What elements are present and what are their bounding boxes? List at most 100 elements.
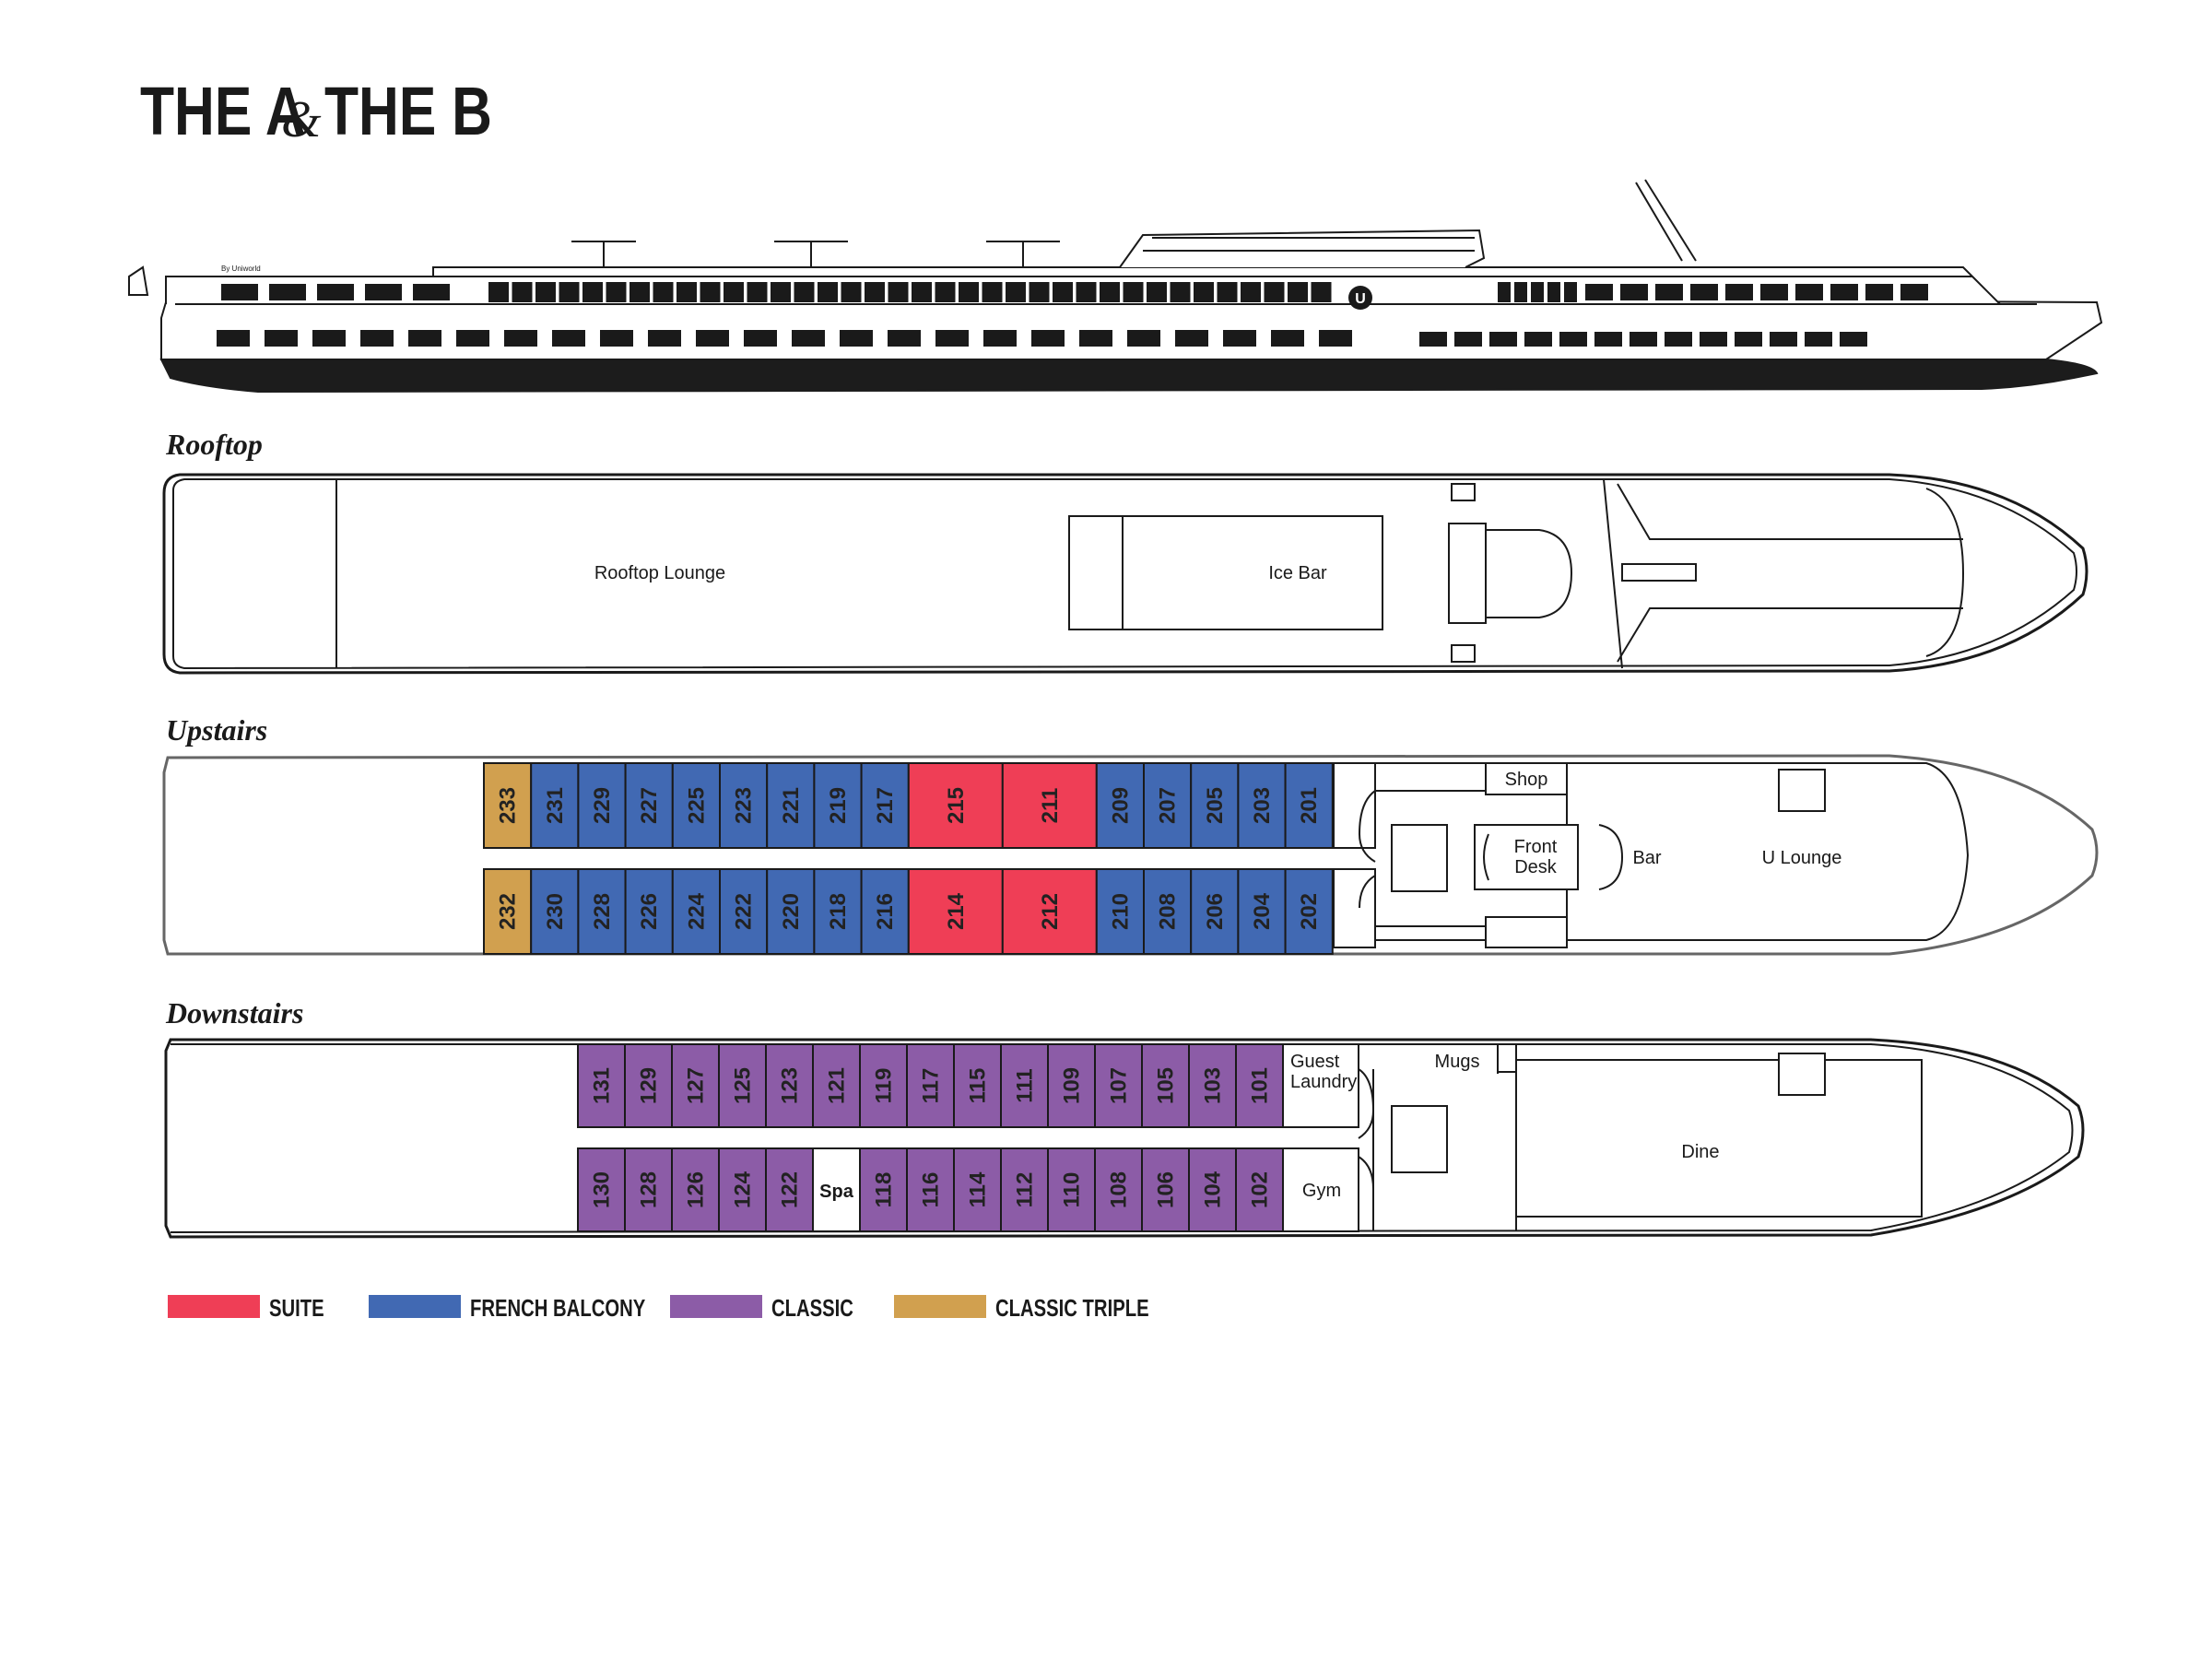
ship-window [1029,282,1050,302]
cabin-number: 201 [1297,787,1322,824]
ship-window [1514,282,1527,302]
cabin-233[interactable] [483,762,533,849]
ship-window [1170,282,1191,302]
ship-window [504,330,537,347]
cabin-105[interactable] [1141,1043,1190,1128]
cabin-116[interactable] [906,1147,955,1232]
cabin-232[interactable] [483,868,533,955]
legend-swatch-suite [168,1295,260,1318]
ship-window [771,282,791,302]
cabin-128[interactable] [624,1147,673,1232]
ship-window [794,282,815,302]
ship-window [1665,332,1692,347]
title-ampersand: & [281,91,322,148]
cabin-number: 107 [1107,1067,1132,1104]
cabin-210[interactable] [1095,868,1146,955]
cabin-125[interactable] [718,1043,767,1128]
cabin-212[interactable] [1001,868,1098,955]
cabin-114[interactable] [953,1147,1002,1232]
cabin-206[interactable] [1190,868,1240,955]
cabin-131[interactable] [577,1043,626,1128]
cabin-117[interactable] [906,1043,955,1128]
cabin-229[interactable] [577,762,627,849]
cabin-216[interactable] [860,868,910,955]
cabin-124[interactable] [718,1147,767,1232]
cabin-209[interactable] [1095,762,1146,849]
ship-window [959,282,979,302]
cabin-226[interactable] [624,868,674,955]
cabin-203[interactable] [1237,762,1287,849]
cabin-number: 122 [778,1171,803,1208]
cabin-number: 219 [826,787,851,824]
ship-window [935,282,956,302]
cabin-106[interactable] [1141,1147,1190,1232]
cabin-204[interactable] [1237,868,1287,955]
cabin-228[interactable] [577,868,627,955]
cabin-119[interactable] [859,1043,908,1128]
cabin-number: 105 [1154,1067,1179,1104]
ship-window [700,282,721,302]
ship-window [1031,330,1065,347]
ship-windows-lower [217,330,1867,347]
ship-window [696,330,729,347]
ship-window [1690,284,1718,300]
cabin-121[interactable] [812,1043,861,1128]
cabin-number: 227 [637,787,662,824]
ship-window [1630,332,1657,347]
cabin-205[interactable] [1190,762,1240,849]
cabin-230[interactable] [530,868,580,955]
cabin-102[interactable] [1235,1147,1284,1232]
cabin-110[interactable] [1047,1147,1096,1232]
cabin-108[interactable] [1094,1147,1143,1232]
cabin-number: 216 [873,893,898,930]
cabin-104[interactable] [1188,1147,1237,1232]
cabin-123[interactable] [765,1043,814,1128]
cabin-129[interactable] [624,1043,673,1128]
deck-label-downstairs: Downstairs [165,996,303,1030]
cabin-number: 114 [966,1171,991,1207]
cabin-211[interactable] [1001,762,1098,849]
cabin-103[interactable] [1188,1043,1237,1128]
ship-window [912,282,932,302]
cabin-number: 109 [1060,1067,1085,1104]
cabin-215[interactable] [907,762,1004,849]
cabin-218[interactable] [813,868,863,955]
ship-window [1311,282,1332,302]
cabin-112[interactable] [1000,1147,1049,1232]
cabin-227[interactable] [624,762,674,849]
cabin-127[interactable] [671,1043,720,1128]
cabin-202[interactable] [1284,868,1334,955]
ship-window [360,330,394,347]
cabin-217[interactable] [860,762,910,849]
cabin-130[interactable] [577,1147,626,1232]
cabin-214[interactable] [907,868,1004,955]
cabin-number: 123 [778,1067,803,1104]
cabin-219[interactable] [813,762,863,849]
room-front-desk-line2: Desk [1514,857,1558,877]
cabin-231[interactable] [530,762,580,849]
cabin-number: 233 [496,787,521,824]
cabin-number: 130 [590,1171,615,1208]
ship-window [312,330,346,347]
ship-window [840,330,873,347]
title-part-1: THE A [140,74,306,149]
ship-window [1594,332,1622,347]
rooftop-stairs-icon [1451,483,1476,663]
cabin-number: 131 [590,1067,615,1104]
rooftop-deck-inner [172,478,2077,670]
ship-window [724,282,744,302]
cabin-220[interactable] [766,868,816,955]
cabin-225[interactable] [671,762,721,849]
cabin-number: 115 [966,1068,991,1104]
cabin-221[interactable] [766,762,816,849]
cabin-201[interactable] [1284,762,1334,849]
ship-window [1735,332,1762,347]
cabin-118[interactable] [859,1147,908,1232]
room-u-lounge: U Lounge [1762,848,1842,868]
cabin-number: 126 [684,1171,709,1208]
ship-window [1547,282,1560,302]
ship-window [1559,332,1587,347]
